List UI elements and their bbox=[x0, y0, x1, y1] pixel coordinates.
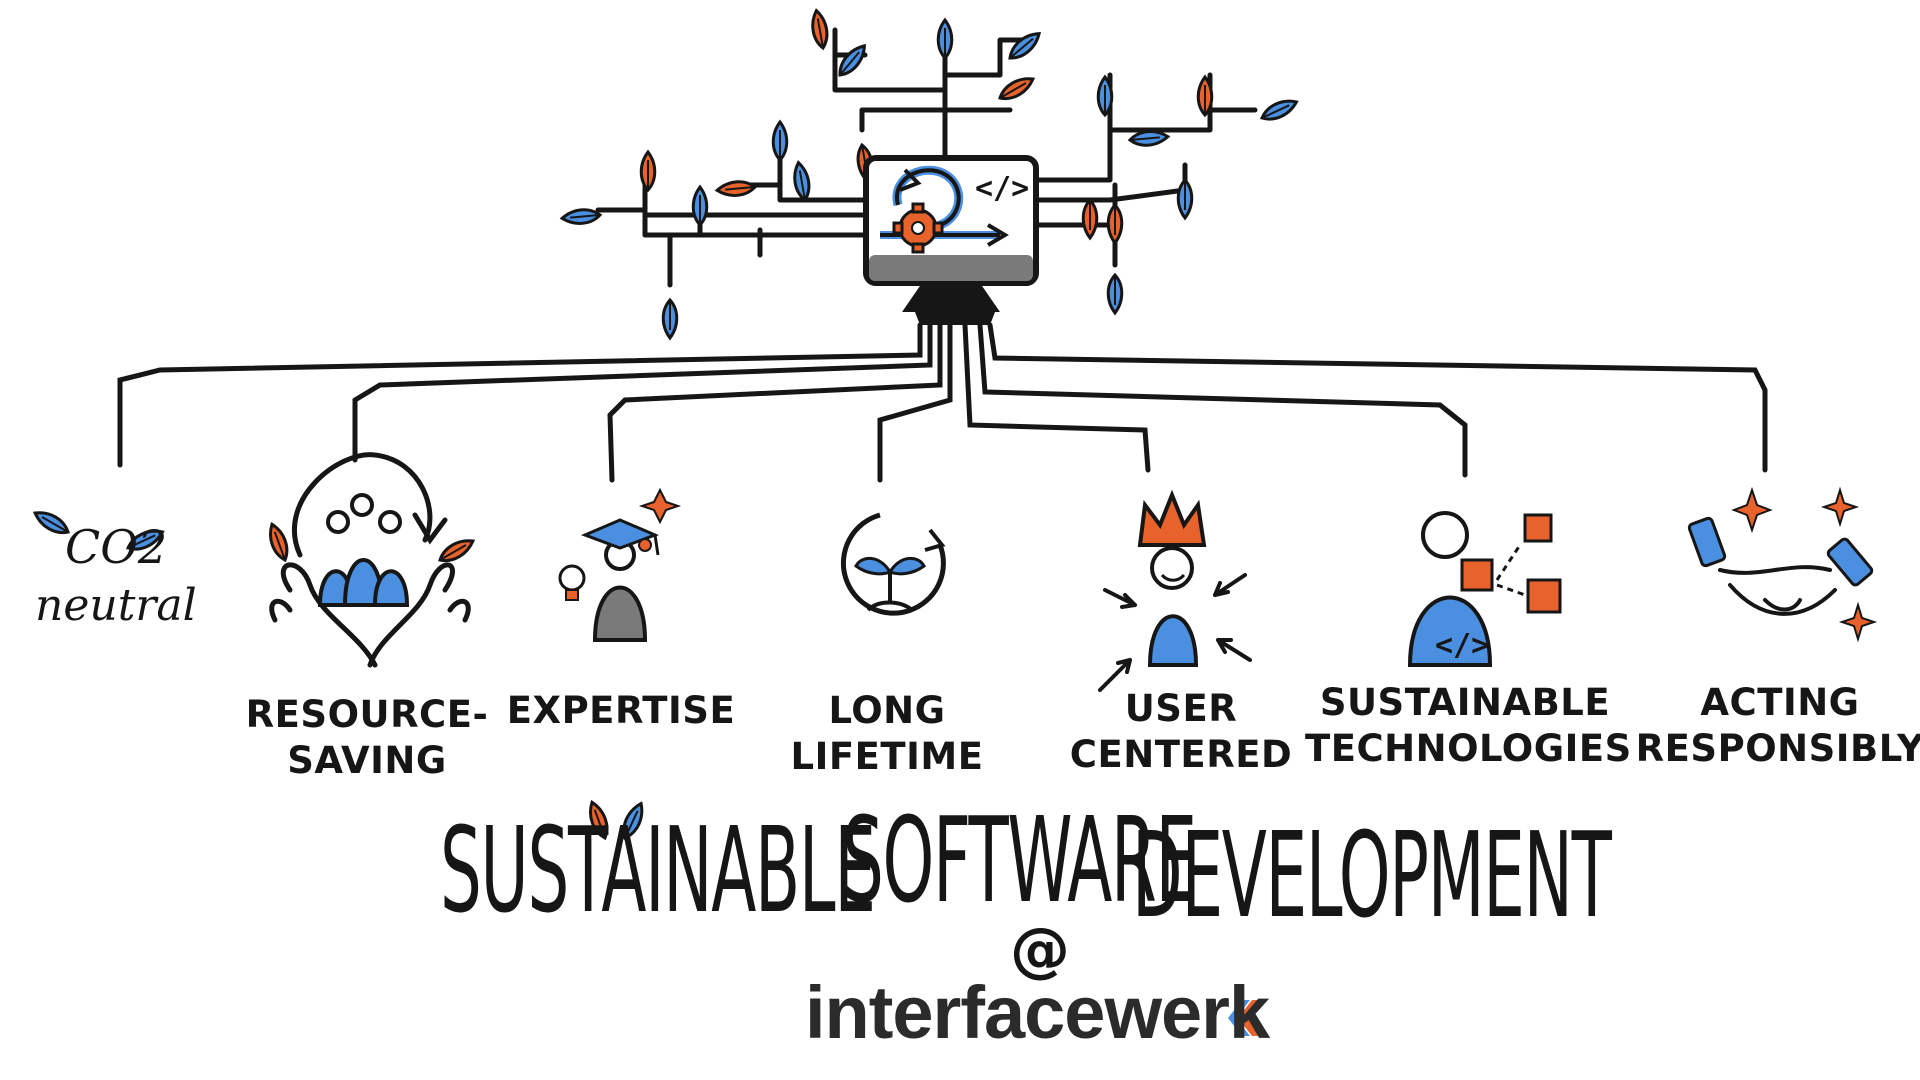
leaf-icon bbox=[790, 159, 814, 203]
sparkle-icon bbox=[638, 487, 682, 552]
pillar-label-long-lifetime: LONG LIFETIME bbox=[727, 688, 1047, 780]
code-icon: </> bbox=[975, 171, 1029, 206]
pillar-label-line: ACTING bbox=[1700, 681, 1860, 724]
leaf-icon bbox=[435, 533, 478, 568]
pillar-label-acting-responsibly: ACTING RESPONSIBLY bbox=[1620, 680, 1920, 772]
brand-logo: interfacewerk bbox=[805, 971, 1270, 1054]
leaf-icon bbox=[264, 520, 293, 564]
title-word-development: DEVELOPMENT bbox=[1132, 806, 1612, 944]
leaf-icon bbox=[639, 150, 657, 192]
pillar-label-line: SAVING bbox=[287, 739, 447, 782]
pillar-label-resource-saving: RESOURCE- SAVING bbox=[207, 692, 527, 784]
handshake-icon bbox=[1687, 516, 1874, 616]
leaf-icon bbox=[1106, 203, 1124, 245]
leaf-icon bbox=[1081, 198, 1099, 240]
tech-person-icon bbox=[1407, 511, 1493, 667]
pillar-label-line: LONG bbox=[828, 689, 946, 732]
crown-icon bbox=[1137, 489, 1207, 547]
leaf-icon bbox=[691, 185, 709, 227]
code-icon: </> bbox=[1435, 628, 1489, 663]
title-word-sustainable: SUSTAINABLE bbox=[440, 801, 876, 939]
pillar-label-line: RESPONSIBLY bbox=[1635, 727, 1920, 770]
co2-label: CO2 bbox=[65, 520, 168, 574]
leaf-icon bbox=[1257, 94, 1301, 126]
leaf-icon bbox=[995, 71, 1038, 106]
title-word-software: SOFTWARE bbox=[842, 791, 1197, 929]
people-icon bbox=[317, 558, 410, 607]
leaf-icon bbox=[833, 40, 872, 81]
pillar-label-line: SUSTAINABLE bbox=[1319, 681, 1611, 724]
neutral-label: neutral bbox=[35, 580, 197, 631]
title-at-sign: @ bbox=[1010, 915, 1070, 985]
leaf-icon bbox=[1196, 75, 1214, 117]
pillar-label-line: EXPERTISE bbox=[506, 689, 736, 732]
leaf-icon bbox=[936, 18, 954, 60]
leaf-icon bbox=[1106, 273, 1124, 315]
person-icon bbox=[1147, 546, 1199, 667]
gear-icon bbox=[892, 202, 944, 254]
pillar-label-line: LIFETIME bbox=[790, 735, 984, 778]
leaf-icon bbox=[661, 298, 679, 340]
leaf-icon bbox=[560, 206, 603, 227]
lightbulb-icon bbox=[558, 564, 586, 601]
pillar-label-line: USER bbox=[1124, 687, 1238, 730]
arrows-in-icon bbox=[1098, 573, 1252, 692]
pillar-label-line: CENTERED bbox=[1069, 733, 1293, 776]
hands-icon bbox=[269, 452, 471, 668]
leaf-icon bbox=[715, 178, 758, 199]
pillar-label-expertise: EXPERTISE bbox=[461, 688, 781, 734]
leaf-icon bbox=[1176, 178, 1194, 220]
pillar-label-user-centered: USER CENTERED bbox=[1021, 686, 1341, 778]
leaf-icon bbox=[771, 120, 789, 162]
leaf-icon bbox=[1096, 75, 1114, 117]
pillar-label-line: TECHNOLOGIES bbox=[1305, 727, 1632, 770]
sparkle-icon bbox=[1731, 486, 1878, 643]
sprout-icon bbox=[840, 512, 946, 616]
connector-lines bbox=[117, 322, 1768, 483]
pillar-label-line: RESOURCE- bbox=[245, 693, 489, 736]
graduate-icon bbox=[580, 518, 660, 642]
leaf-icon bbox=[808, 7, 832, 51]
pillar-label-sustainable-technologies: SUSTAINABLE TECHNOLOGIES bbox=[1305, 680, 1632, 772]
cube-icon bbox=[1460, 513, 1562, 614]
brand-mark-icon bbox=[1228, 1000, 1262, 1036]
leaf-icon bbox=[1004, 26, 1045, 65]
